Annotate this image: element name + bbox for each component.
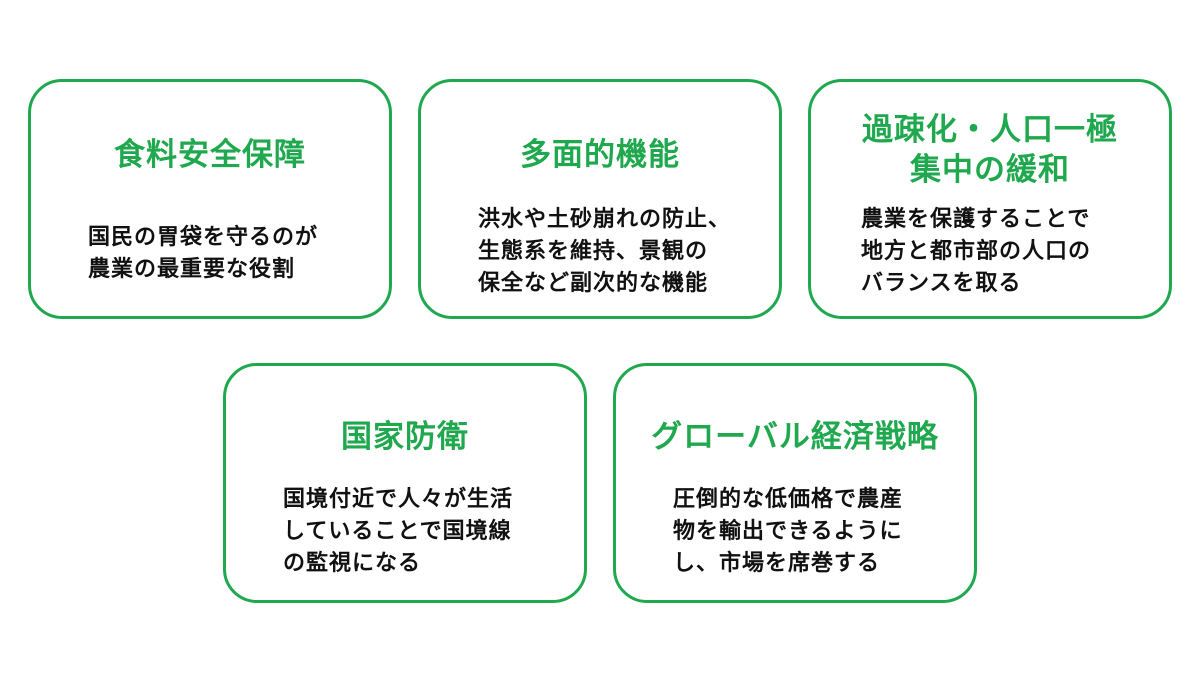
card-food-security: 食料安全保障 国民の胃袋を守るのが 農業の最重要な役割 <box>28 79 392 319</box>
card-global-economic-strategy: グローバル経済戦略 圧倒的な低価格で農産 物を輸出できるように し、市場を席巻す… <box>613 363 977 603</box>
card-depopulation-mitigation: 過疎化・人口一極 集中の緩和 農業を保護することで 地方と都市部の人口の バラン… <box>808 79 1172 319</box>
card-title: 国家防衛 <box>341 419 469 455</box>
card-title: 多面的機能 <box>520 137 680 173</box>
card-body: 圧倒的な低価格で農産 物を輸出できるように し、市場を席巻する <box>673 487 904 576</box>
card-title: グローバル経済戦略 <box>651 419 939 455</box>
card-body: 国民の胃袋を守るのが 農業の最重要な役割 <box>88 225 319 282</box>
card-national-defense: 国家防衛 国境付近で人々が生活 していることで国境線 の監視になる <box>223 363 587 603</box>
card-body: 国境付近で人々が生活 していることで国境線 の監視になる <box>283 487 514 576</box>
card-title: 食料安全保障 <box>114 137 306 173</box>
card-multifunctionality: 多面的機能 洪水や土砂崩れの防止、 生態系を維持、景観の 保全など副次的な機能 <box>418 79 782 319</box>
card-title: 過疎化・人口一極 集中の緩和 <box>862 112 1118 188</box>
card-body: 農業を保護することで 地方と都市部の人口の バランスを取る <box>861 207 1092 296</box>
card-body: 洪水や土砂崩れの防止、 生態系を維持、景観の 保全など副次的な機能 <box>478 207 732 296</box>
